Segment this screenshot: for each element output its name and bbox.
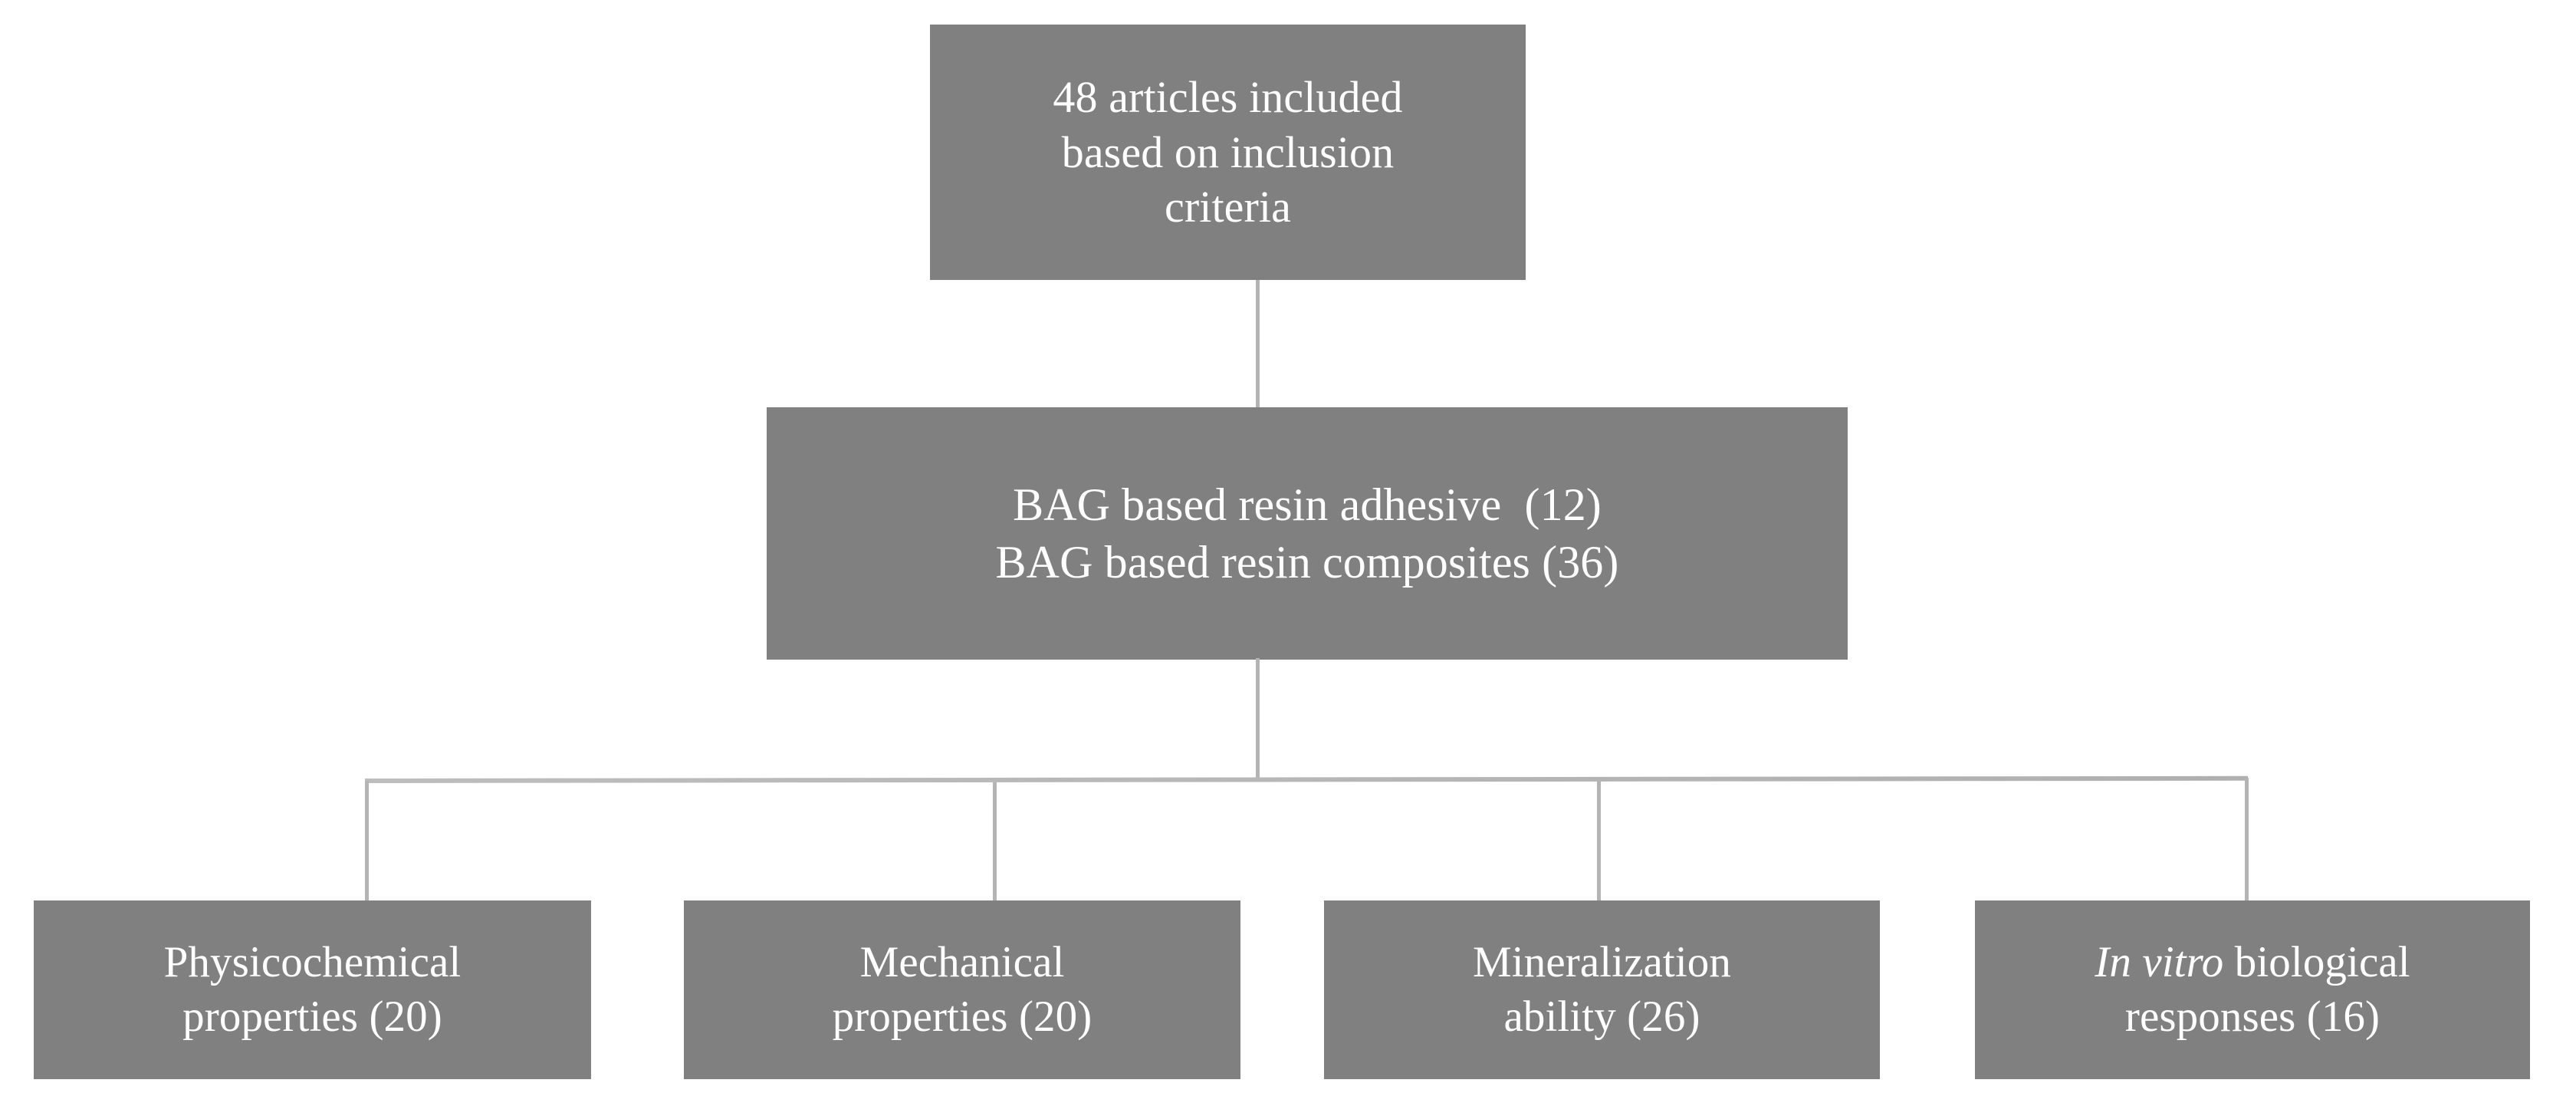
connector-drop-physicochemical bbox=[365, 781, 369, 902]
node-articles-included: 48 articles included based on inclusion … bbox=[930, 25, 1526, 280]
node-mineralization-ability: Mineralization ability (26) bbox=[1324, 900, 1880, 1079]
node-articles-included-line-1: 48 articles included bbox=[1053, 71, 1403, 122]
node-bag-adhesive-line: BAG based resin adhesive (12) bbox=[1013, 479, 1602, 531]
node-mechanical-properties-line-1: Mechanical bbox=[859, 937, 1065, 986]
node-mechanical-properties: Mechanical properties (20) bbox=[684, 900, 1240, 1079]
node-bag-composites-line: BAG based resin composites (36) bbox=[995, 536, 1619, 588]
node-physicochemical-properties: Physicochemical properties (20) bbox=[34, 900, 591, 1079]
node-mineralization-ability-line-2: ability (26) bbox=[1503, 992, 1700, 1041]
node-mineralization-ability-line-1: Mineralization bbox=[1473, 937, 1731, 986]
node-mechanical-properties-line-2: properties (20) bbox=[832, 992, 1092, 1041]
node-physicochemical-properties-line-1: Physicochemical bbox=[163, 937, 462, 986]
node-articles-included-line-3: criteria bbox=[1164, 182, 1291, 232]
connector-drop-invitro bbox=[2245, 778, 2249, 902]
connector-top-to-middle bbox=[1256, 280, 1260, 409]
node-invitro-biological-responses: In vitro biological responses (16) bbox=[1975, 900, 2530, 1079]
node-articles-included-line-2: based on inclusion bbox=[1061, 127, 1395, 177]
connector-drop-mechanical bbox=[993, 782, 997, 902]
connector-horizontal-bus bbox=[364, 775, 2249, 783]
node-physicochemical-properties-line-2: properties (20) bbox=[182, 992, 442, 1041]
node-invitro-biological-responses-line-2: responses (16) bbox=[2124, 992, 2380, 1041]
connector-drop-mineralization bbox=[1597, 781, 1601, 902]
invitro-italic-text: In vitro bbox=[2095, 937, 2224, 986]
connector-middle-stem bbox=[1256, 658, 1260, 781]
invitro-roman-text: biological bbox=[2223, 937, 2410, 986]
node-invitro-biological-responses-line-1: In vitro biological bbox=[2095, 936, 2410, 990]
node-bag-categories: BAG based resin adhesive (12) BAG based … bbox=[767, 407, 1848, 660]
